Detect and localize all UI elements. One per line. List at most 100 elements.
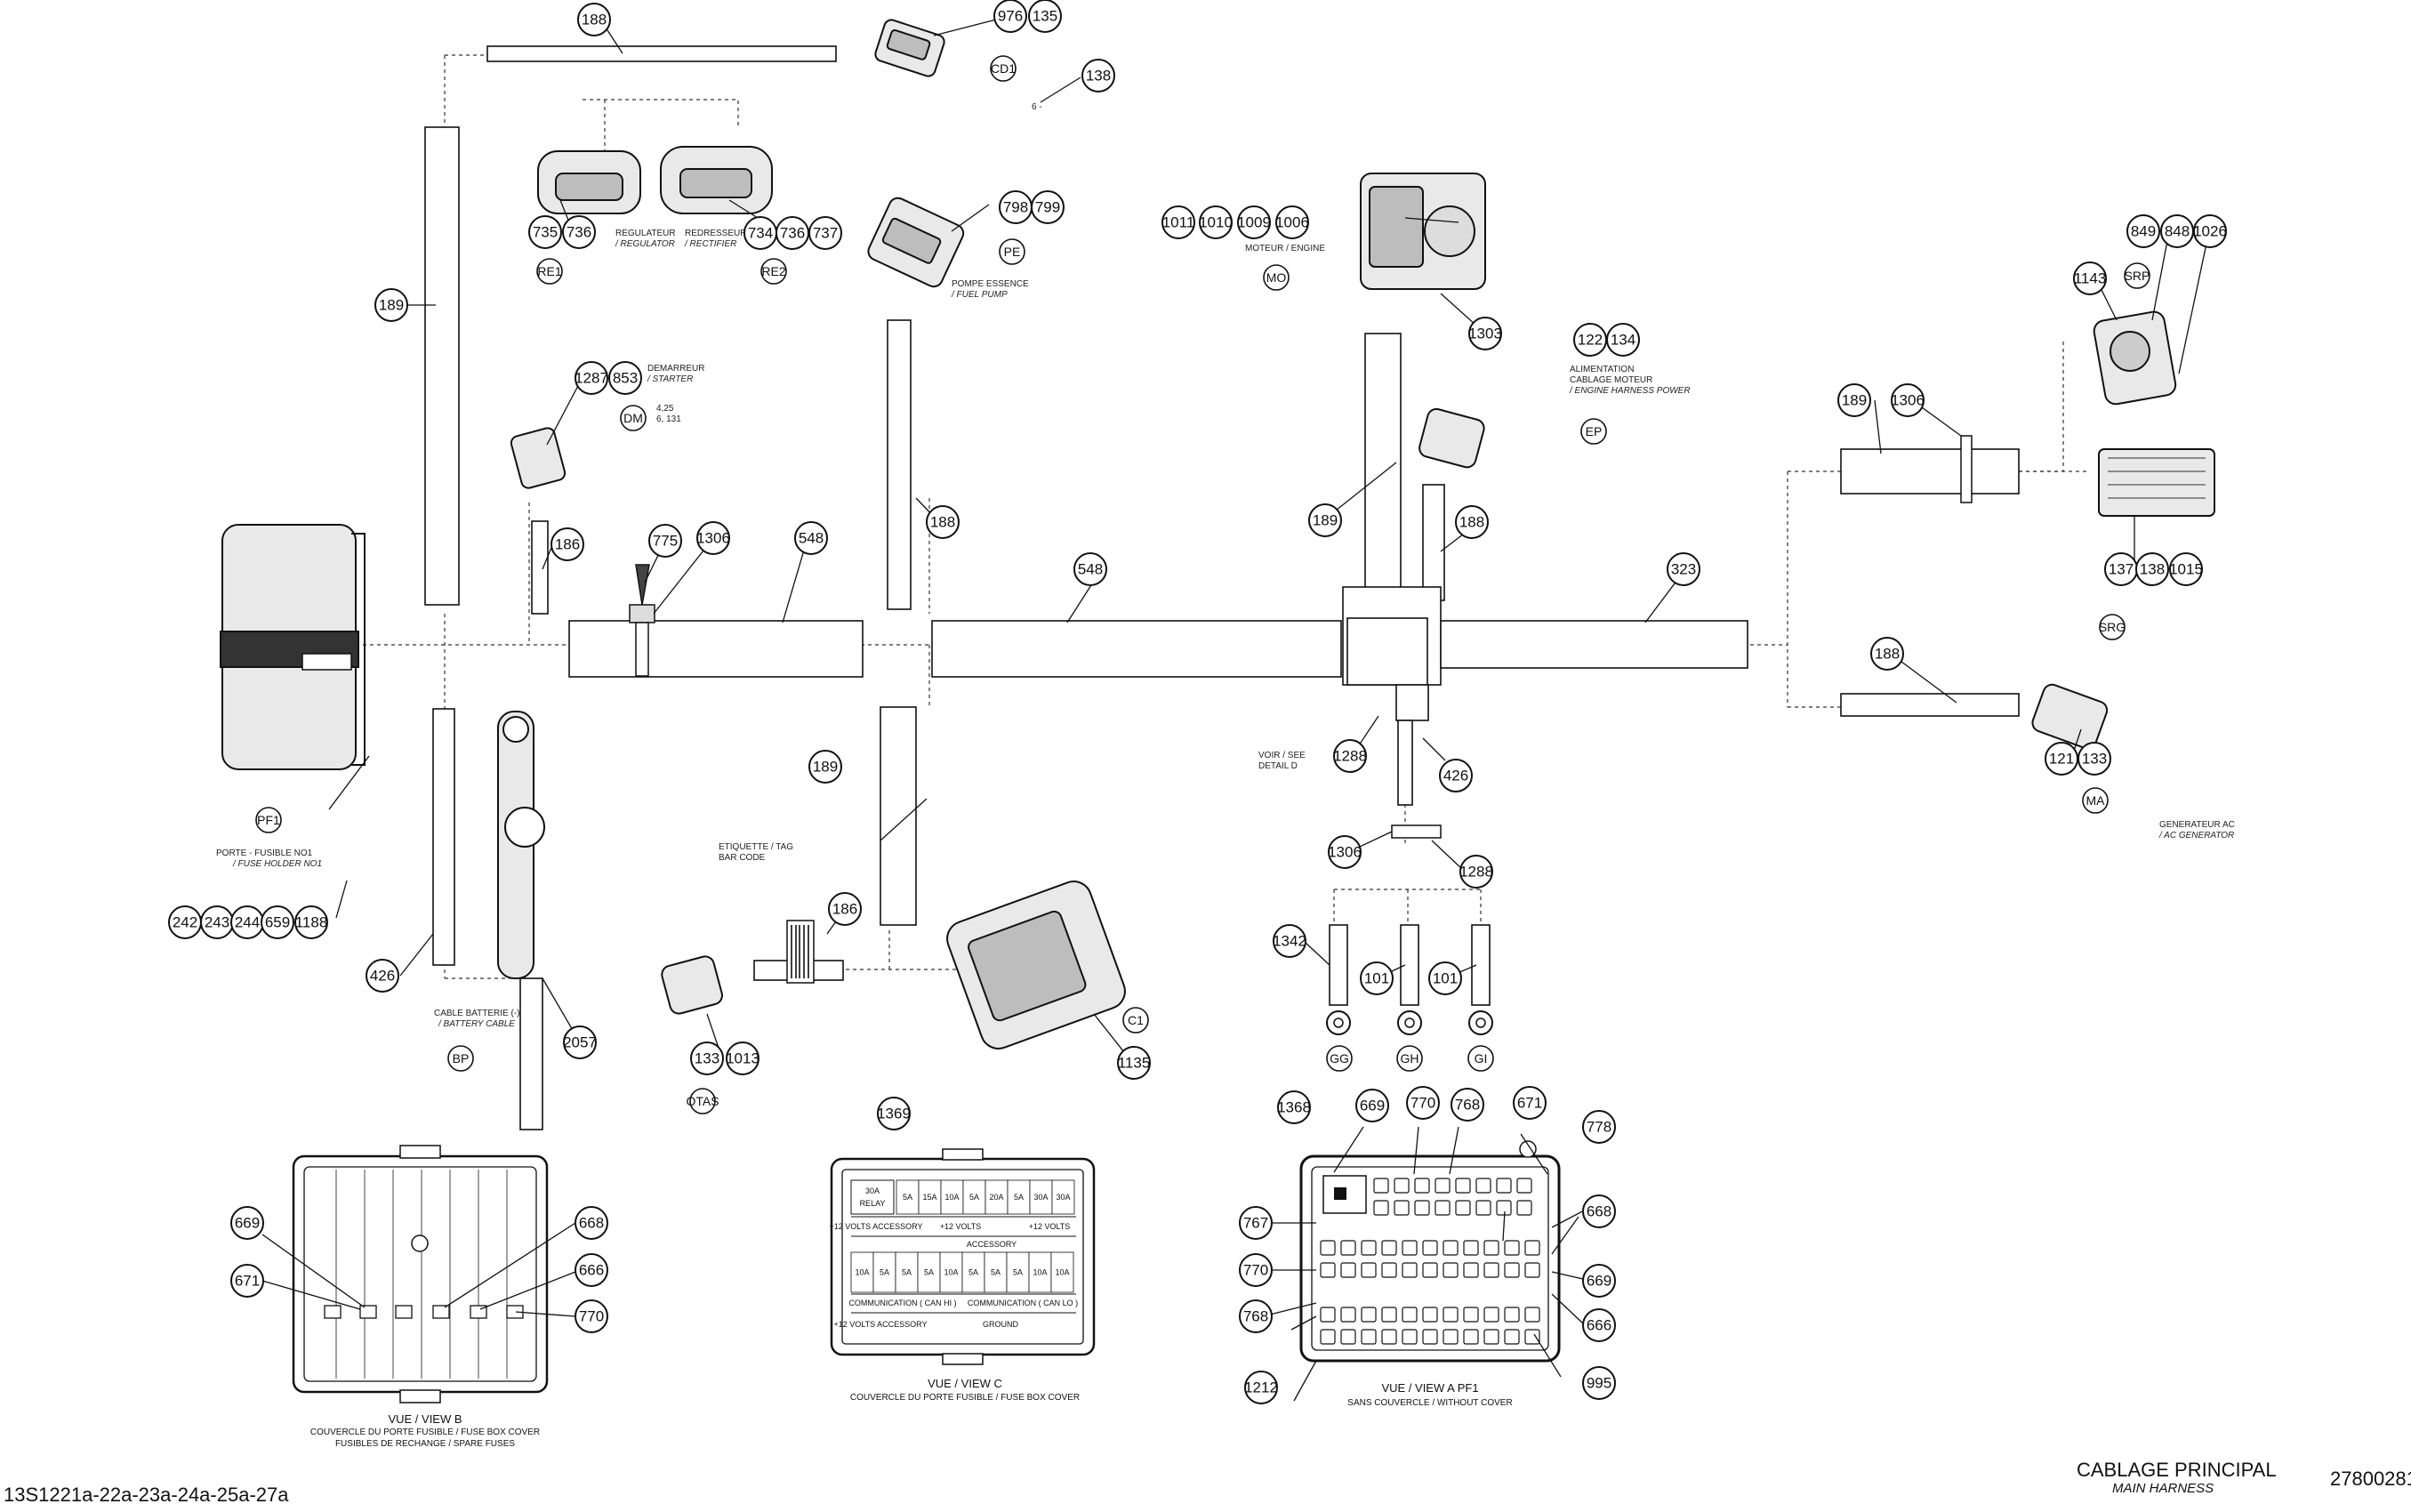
fc-relay-sub: RELAY [860, 1199, 886, 1208]
callout-SRP: SRP [2124, 262, 2150, 289]
connector-drawings [220, 19, 2215, 1050]
callout-1009: 1009 [1237, 205, 1271, 239]
fc-row-accessory: +12 VOLTS ACCESSORY [830, 1222, 923, 1231]
callout-label: 1288 [1333, 748, 1367, 765]
callout-EP: EP [1580, 418, 1607, 445]
callout-label: 1368 [1277, 1099, 1311, 1116]
callout-GH: GH [1396, 1045, 1423, 1072]
callout-label: 188 [1875, 646, 1900, 663]
pf1-fuse-slot-grid [1320, 1178, 1540, 1345]
callout-186a: 186 [551, 527, 584, 561]
pf1-fuse-slot [1463, 1329, 1479, 1345]
callout-101b: 101 [1428, 961, 1462, 995]
callout-label: 778 [1587, 1119, 1611, 1136]
fc-row-acc2: ACCESSORY [967, 1240, 1017, 1249]
callout-668a: 668 [575, 1206, 608, 1240]
pf1-fuse-slot [1455, 1200, 1471, 1216]
callout-671a: 671 [230, 1264, 264, 1298]
pf1-fuse-slot [1422, 1262, 1438, 1278]
label-generator-en: / AC GENERATOR [2158, 831, 2234, 840]
fuse-rating-label: 30A [1056, 1193, 1070, 1202]
bp-battery-cable-drawing [497, 711, 545, 979]
view-b-fuse-box-cover: VUE / VIEW B COUVERCLE DU PORTE FUSIBLE … [261, 1145, 576, 1449]
pf1-fuse-slot [1394, 1200, 1410, 1216]
pf1-fuse-slot [1483, 1307, 1499, 1323]
pf1-fuse-slot [1320, 1240, 1336, 1256]
dm-starter-drawing [510, 427, 567, 489]
pf1-fuse-slot [1443, 1262, 1459, 1278]
callout-label: 2057 [563, 1034, 597, 1051]
pf1-fuse-slot [1443, 1307, 1459, 1323]
pf1-fuse-slot [1483, 1240, 1499, 1256]
re1-regulator-drawing [537, 150, 641, 214]
callout-2057: 2057 [563, 1025, 597, 1059]
pf1-fuse-slot [1516, 1200, 1532, 1216]
callout-label: GH [1401, 1051, 1419, 1066]
callout-label: 189 [1842, 392, 1867, 409]
re2-rectifier-drawing [660, 146, 773, 214]
pf1-fuse-slot [1320, 1307, 1336, 1323]
fuse-rating-label: 10A [944, 1193, 959, 1202]
label-rectifier-en: / RECTIFIER [684, 239, 736, 249]
callout-label: 137 [2109, 561, 2134, 578]
pf1-fuse-slot [1483, 1262, 1499, 1278]
callout-669a: 669 [230, 1206, 264, 1240]
fc-acc-b: +12 VOLTS ACCESSORY [834, 1320, 928, 1329]
callout-737: 737 [808, 216, 842, 250]
callout-1342: 1342 [1273, 924, 1306, 958]
label-feed-fr: ALIMENTATION [1570, 365, 1634, 374]
clamp-1306-lower-drawing [1391, 824, 1442, 839]
pf1-fuse-slot [1320, 1329, 1336, 1345]
pf1-fuse-slot [1373, 1178, 1389, 1194]
ground-eyelets [1326, 1010, 1493, 1035]
callout-label: PF1 [257, 813, 280, 827]
callout-label: 1143 [2074, 270, 2107, 287]
callout-669b: 669 [1355, 1089, 1389, 1122]
callout-666a: 666 [575, 1253, 608, 1287]
callout-label: 853 [613, 370, 638, 387]
fuse-rating-label: 10A [944, 1268, 958, 1277]
view-a-pf1-open: VUE / VIEW A PF1 SANS COUVERCLE / WITHOU… [1262, 1126, 1587, 1408]
pf1-fuse-slot [1504, 1307, 1520, 1323]
callout-label: 734 [748, 225, 773, 242]
callout-label: 799 [1035, 199, 1060, 216]
callout-label: 735 [533, 224, 558, 241]
pf1-fuse-slot [1402, 1240, 1418, 1256]
callout-SRG: SRG [2099, 614, 2126, 640]
pf1-fuse-slot [1524, 1329, 1540, 1345]
callout-label: 101 [1364, 970, 1389, 987]
callout-label: OTAS [686, 1094, 719, 1108]
callout-799: 799 [1031, 190, 1065, 224]
fuse-rating-label: 30A [1033, 1193, 1048, 1202]
callout-label: 548 [799, 530, 824, 547]
callout-MA: MA [2082, 787, 2109, 814]
callout-1303: 1303 [1468, 317, 1502, 350]
callout-label: 186 [555, 536, 580, 553]
callout-label: 736 [780, 225, 805, 242]
component-labels: REGULATEUR / REGULATOR REDRESSEUR / RECT… [216, 102, 2235, 1029]
srp-connector-drawing [2093, 310, 2177, 406]
fc-com-lo: COMMUNICATION ( CAN LO ) [968, 1299, 1078, 1307]
pf1-fuse-slot [1340, 1240, 1356, 1256]
pf1-fuse-slot [1422, 1329, 1438, 1345]
view-b-sub1: COUVERCLE DU PORTE FUSIBLE / FUSE BOX CO… [310, 1428, 540, 1437]
footer-reference: 13S1221a-22a-23a-24a-25a-27a [4, 1484, 289, 1506]
pf1-fuse-slot [1463, 1240, 1479, 1256]
callout-770c: 770 [1239, 1253, 1273, 1287]
callout-label: 669 [1587, 1273, 1611, 1290]
callout-1306b: 1306 [696, 521, 730, 555]
callout-label: 666 [579, 1262, 604, 1279]
callout-label: 1306 [696, 530, 730, 547]
pf1-fuse-slot [1402, 1329, 1418, 1345]
callout-659: 659 [261, 905, 294, 939]
callout-1368: 1368 [1277, 1090, 1311, 1124]
callout-label: 244 [235, 914, 260, 931]
callout-669c: 669 [1582, 1264, 1616, 1298]
callout-849: 849 [2126, 214, 2160, 248]
fuse-rating-label: 15A [922, 1193, 936, 1202]
pf1-fuse-slot [1414, 1200, 1430, 1216]
pf1-fuse-slot [1422, 1307, 1438, 1323]
callout-RE2: RE2 [760, 258, 787, 285]
pf1-fuse-slot [1381, 1262, 1397, 1278]
